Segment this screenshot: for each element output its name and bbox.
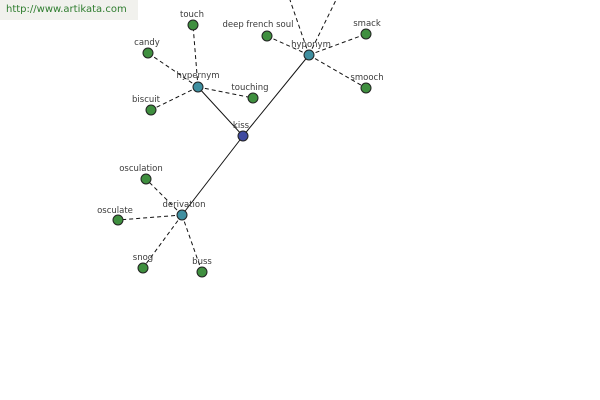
edge-hyponym-offscreen-2 — [308, 0, 337, 56]
edge-hypernym-touch — [192, 24, 199, 88]
edge-derivation-buss — [181, 214, 203, 273]
node-label-buss: buss — [192, 257, 212, 267]
node-smack[interactable] — [360, 28, 372, 40]
edge-derivation-osculation — [145, 178, 183, 216]
node-label-hypernym: hypernym — [176, 71, 219, 81]
node-kiss[interactable] — [237, 130, 249, 142]
node-deep-french-soul[interactable] — [261, 30, 273, 42]
edge-hyponym-offscreen-1 — [289, 0, 310, 56]
node-label-osculation: osculation — [119, 164, 163, 174]
node-label-smooch: smooch — [350, 73, 383, 83]
node-label-biscuit: biscuit — [132, 95, 161, 105]
node-touch[interactable] — [187, 19, 199, 31]
node-hyponym[interactable] — [303, 49, 315, 61]
node-label-derivation: derivation — [162, 200, 205, 210]
edge-kiss-derivation — [181, 135, 244, 216]
nodes-layer — [112, 19, 372, 278]
node-label-candy: candy — [134, 38, 160, 48]
edge-hyponym-smooch — [308, 54, 367, 89]
edge-kiss-hypernym — [197, 86, 244, 137]
node-label-touching: touching — [231, 83, 268, 93]
node-derivation[interactable] — [176, 209, 188, 221]
node-hypernym[interactable] — [192, 81, 204, 93]
labels-layer: kiss hypernym hyponym derivation touch candy b… — [97, 10, 384, 267]
edges-layer — [117, 0, 367, 273]
node-candy[interactable] — [142, 47, 154, 59]
node-label-hyponym: hyponym — [291, 40, 331, 50]
node-label-deep-french-soul: deep french soul — [222, 20, 293, 30]
edge-hypernym-biscuit — [150, 86, 199, 111]
watermark-url: http://www.artikata.com — [0, 0, 138, 20]
node-smooch[interactable] — [360, 82, 372, 94]
node-touching[interactable] — [247, 92, 259, 104]
edge-derivation-osculate — [117, 214, 183, 221]
node-label-smack: smack — [353, 19, 381, 29]
node-biscuit[interactable] — [145, 104, 157, 116]
node-osculation[interactable] — [140, 173, 152, 185]
node-label-touch: touch — [180, 10, 204, 20]
node-label-kiss: kiss — [233, 121, 250, 131]
node-label-osculate: osculate — [97, 206, 133, 216]
edge-hyponym-deep-french-soul — [266, 35, 310, 56]
edge-kiss-hyponym — [242, 54, 310, 137]
edge-derivation-snog — [142, 214, 183, 269]
edge-hypernym-touching — [197, 86, 254, 99]
edge-hypernym-candy — [147, 52, 199, 88]
node-label-snog: snog — [133, 253, 153, 263]
node-osculate[interactable] — [112, 214, 124, 226]
edge-hyponym-smack — [308, 33, 367, 56]
node-snog[interactable] — [137, 262, 149, 274]
node-buss[interactable] — [196, 266, 208, 278]
